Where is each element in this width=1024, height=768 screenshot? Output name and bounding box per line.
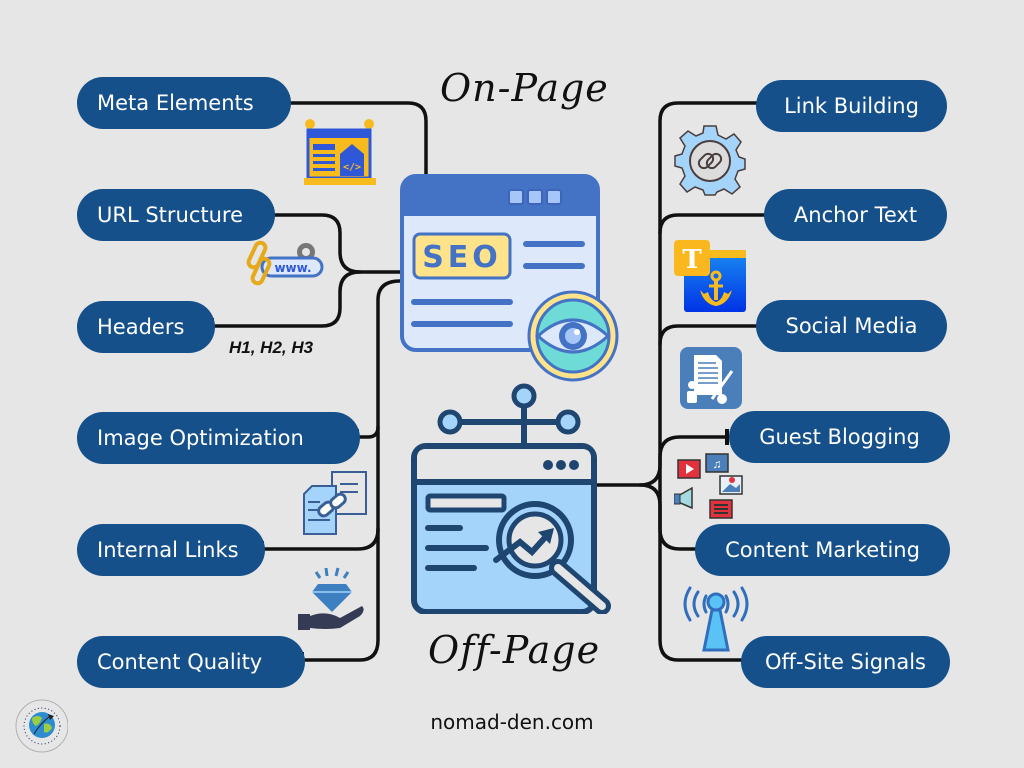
headers-note: H1, H2, H3	[229, 338, 314, 357]
connector-anchor	[658, 213, 770, 235]
connector-meta	[286, 101, 428, 178]
connector-link-building	[658, 101, 762, 662]
pill-content-quality[interactable]: Content Quality	[77, 636, 305, 688]
footer-site[interactable]: nomad-den.com	[430, 710, 594, 734]
pill-image-optimization[interactable]: Image Optimization	[77, 412, 360, 464]
media-cluster-icon: ♫	[674, 453, 743, 519]
chain-www-gear-icon: www.	[246, 240, 324, 286]
connector-content-mkt	[638, 483, 707, 551]
pill-anchor-text[interactable]: Anchor Text	[764, 189, 947, 241]
connector-internal	[260, 527, 380, 551]
anchor-text-icon: T	[674, 240, 746, 312]
seo-badge-text: SEO	[422, 240, 502, 275]
connector-headers	[210, 270, 362, 328]
diamond-hand-icon	[298, 567, 364, 630]
nomad-den-logo	[15, 699, 68, 753]
gear-link-icon	[674, 125, 746, 196]
on-page-heading: On-Page	[440, 66, 609, 110]
connector-social	[658, 324, 762, 346]
svg-text:</>: </>	[343, 162, 361, 173]
pill-guest-blogging[interactable]: Guest Blogging	[729, 411, 950, 463]
connector-url	[270, 213, 402, 274]
connector-left-trunk	[300, 279, 402, 662]
pill-link-building[interactable]: Link Building	[756, 80, 947, 132]
svg-text:♫: ♫	[713, 457, 722, 471]
linked-documents-icon	[303, 471, 367, 535]
svg-text:www.: www.	[274, 261, 311, 275]
pill-internal-links[interactable]: Internal Links	[77, 524, 265, 576]
broadcast-tower-icon	[683, 586, 749, 652]
seo-browser-eye-icon: SEO	[400, 174, 619, 382]
pill-url-structure[interactable]: URL Structure	[77, 189, 275, 241]
document-signing-icon	[680, 347, 742, 409]
pill-social-media[interactable]: Social Media	[756, 300, 947, 352]
pill-meta-elements[interactable]: Meta Elements	[77, 77, 291, 129]
connector-guest	[594, 435, 729, 487]
browser-magnifier-chart-icon	[411, 383, 611, 614]
pill-content-marketing[interactable]: Content Marketing	[695, 524, 950, 576]
svg-text:T: T	[682, 245, 702, 275]
meta-tag-code-icon: </>	[304, 119, 376, 185]
pill-off-site-signals[interactable]: Off-Site Signals	[741, 636, 950, 688]
pill-headers[interactable]: Headers	[77, 301, 215, 353]
off-page-heading: Off-Page	[428, 628, 601, 672]
connector-image	[355, 425, 380, 439]
